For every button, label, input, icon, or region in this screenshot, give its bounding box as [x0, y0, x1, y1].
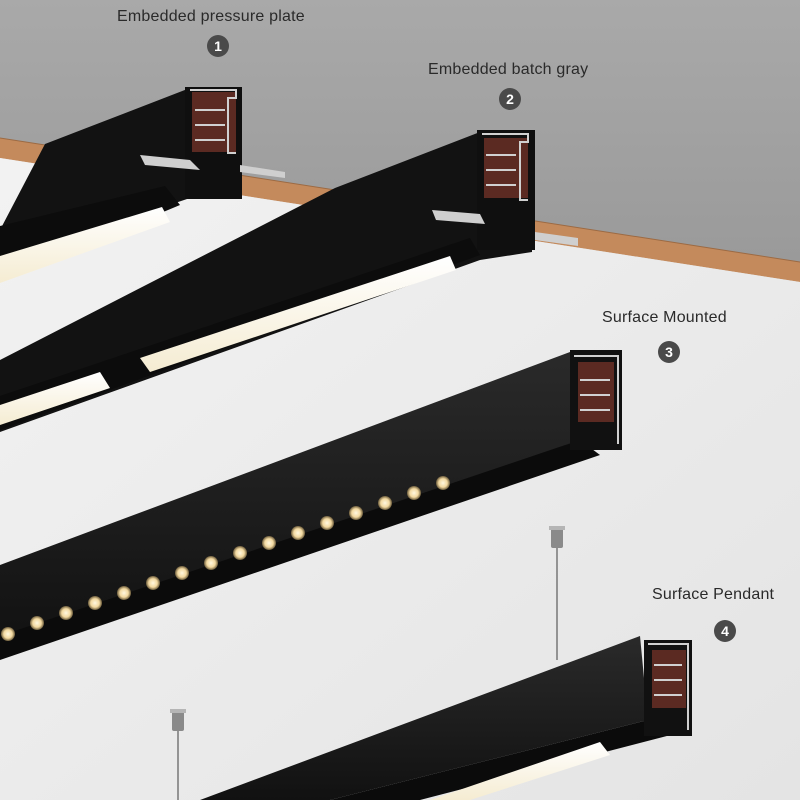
label-surface-pendant: Surface Pendant [652, 586, 775, 603]
ceiling-top [0, 0, 800, 262]
number-badge-4: 4 [714, 620, 736, 642]
label-embedded-batch-gray: Embedded batch gray [428, 61, 589, 78]
fixture-surface-mounted [0, 350, 622, 660]
led-array [1, 476, 450, 641]
number-badge-1: 1 [207, 35, 229, 57]
label-surface-mounted: Surface Mounted [602, 309, 727, 326]
number-badge-3: 3 [658, 341, 680, 363]
number-badge-2: 2 [499, 88, 521, 110]
label-embedded-pressure-plate: Embedded pressure plate [117, 8, 305, 25]
fixture-embedded-pressure-plate [0, 87, 285, 283]
fixture-embedded-batch-gray [0, 130, 578, 432]
fixture-surface-pendant [170, 526, 692, 800]
